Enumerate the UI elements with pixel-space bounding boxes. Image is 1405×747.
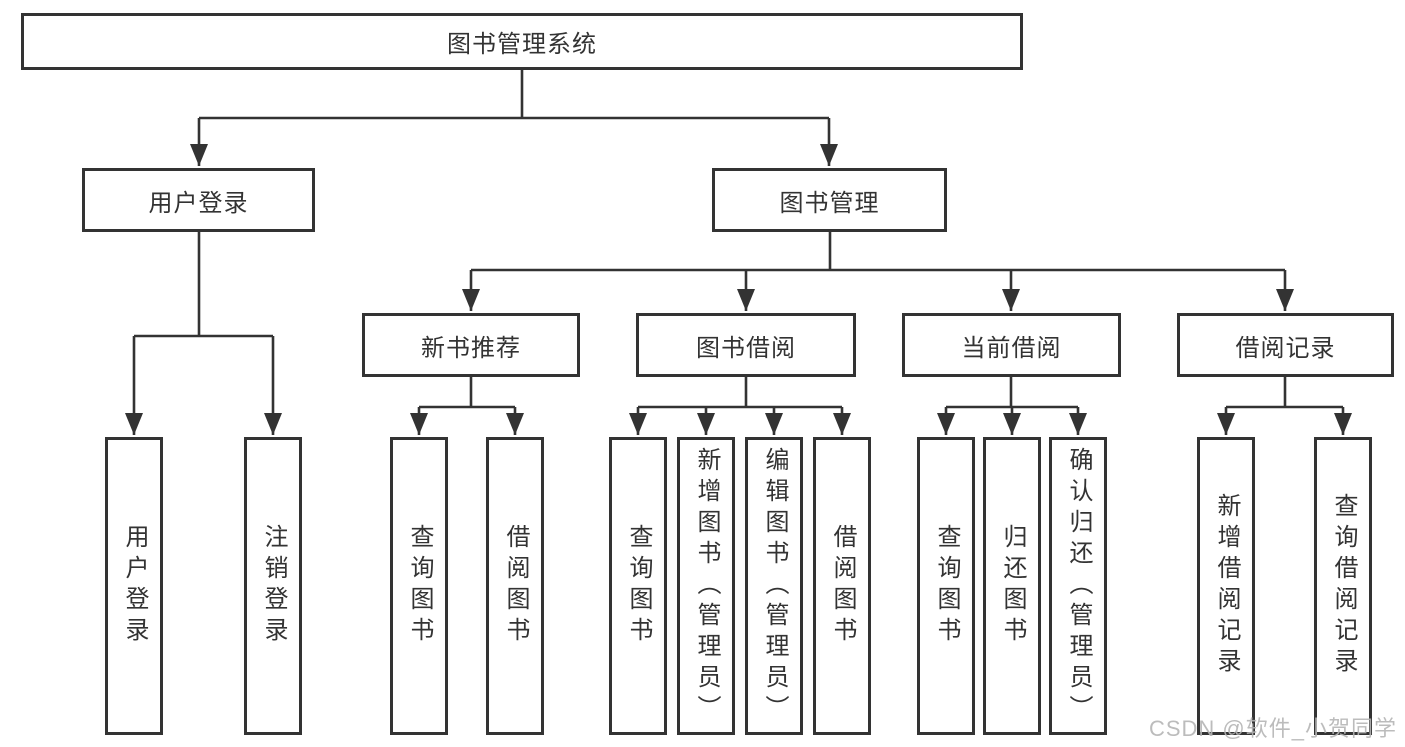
node-user-login-label: 用户登录 [148, 189, 249, 217]
leaf-user-login-label: 用户登录 [121, 524, 148, 648]
leaf-borrow-books-2: 借阅图书 [813, 437, 871, 735]
node-root-label: 图书管理系统 [447, 31, 597, 58]
leaf-query-books-2-label: 查询图书 [625, 524, 652, 648]
leaf-query-borrow-record-label: 查询借阅记录 [1330, 493, 1357, 679]
leaf-borrow-books-1: 借阅图书 [486, 437, 544, 735]
leaf-add-borrow-record: 新增借阅记录 [1197, 437, 1255, 735]
leaf-edit-books-admin: 编辑图书（管理员） [745, 437, 803, 735]
node-new-book-recommend: 新书推荐 [362, 313, 580, 377]
leaf-query-books-3: 查询图书 [917, 437, 975, 735]
leaf-confirm-return-admin: 确认归还（管理员） [1049, 437, 1107, 735]
node-current-borrow-label: 当前借阅 [961, 334, 1062, 362]
leaf-query-books-2: 查询图书 [609, 437, 667, 735]
leaf-confirm-return-admin-label: 确认归还（管理员） [1065, 446, 1092, 726]
leaf-query-books-1: 查询图书 [390, 437, 448, 735]
node-book-management-label: 图书管理 [779, 189, 880, 217]
leaf-user-login: 用户登录 [105, 437, 163, 735]
leaf-logout-label: 注销登录 [260, 524, 287, 648]
leaf-add-borrow-record-label: 新增借阅记录 [1213, 493, 1240, 679]
node-current-borrow: 当前借阅 [902, 313, 1121, 377]
leaf-logout: 注销登录 [244, 437, 302, 735]
watermark: CSDN @软件_小贺同学 [1148, 716, 1397, 741]
node-user-login: 用户登录 [82, 168, 315, 232]
leaf-edit-books-admin-label: 编辑图书（管理员） [761, 446, 788, 726]
leaf-borrow-books-2-label: 借阅图书 [829, 524, 856, 648]
node-borrow-record: 借阅记录 [1177, 313, 1394, 377]
leaf-query-books-3-label: 查询图书 [933, 524, 960, 648]
leaf-return-books: 归还图书 [983, 437, 1041, 735]
leaf-query-books-1-label: 查询图书 [406, 524, 433, 648]
node-book-borrow-label: 图书借阅 [696, 334, 796, 362]
leaf-add-books-admin-label: 新增图书（管理员） [693, 446, 720, 726]
leaf-query-borrow-record: 查询借阅记录 [1314, 437, 1372, 735]
node-book-borrow: 图书借阅 [636, 313, 856, 377]
node-borrow-record-label: 借阅记录 [1235, 334, 1336, 362]
leaf-borrow-books-1-label: 借阅图书 [502, 524, 529, 648]
leaf-return-books-label: 归还图书 [999, 524, 1026, 648]
node-root: 图书管理系统 [21, 13, 1023, 70]
leaf-add-books-admin: 新增图书（管理员） [677, 437, 735, 735]
node-new-book-recommend-label: 新书推荐 [421, 334, 521, 362]
node-book-management: 图书管理 [712, 168, 947, 232]
